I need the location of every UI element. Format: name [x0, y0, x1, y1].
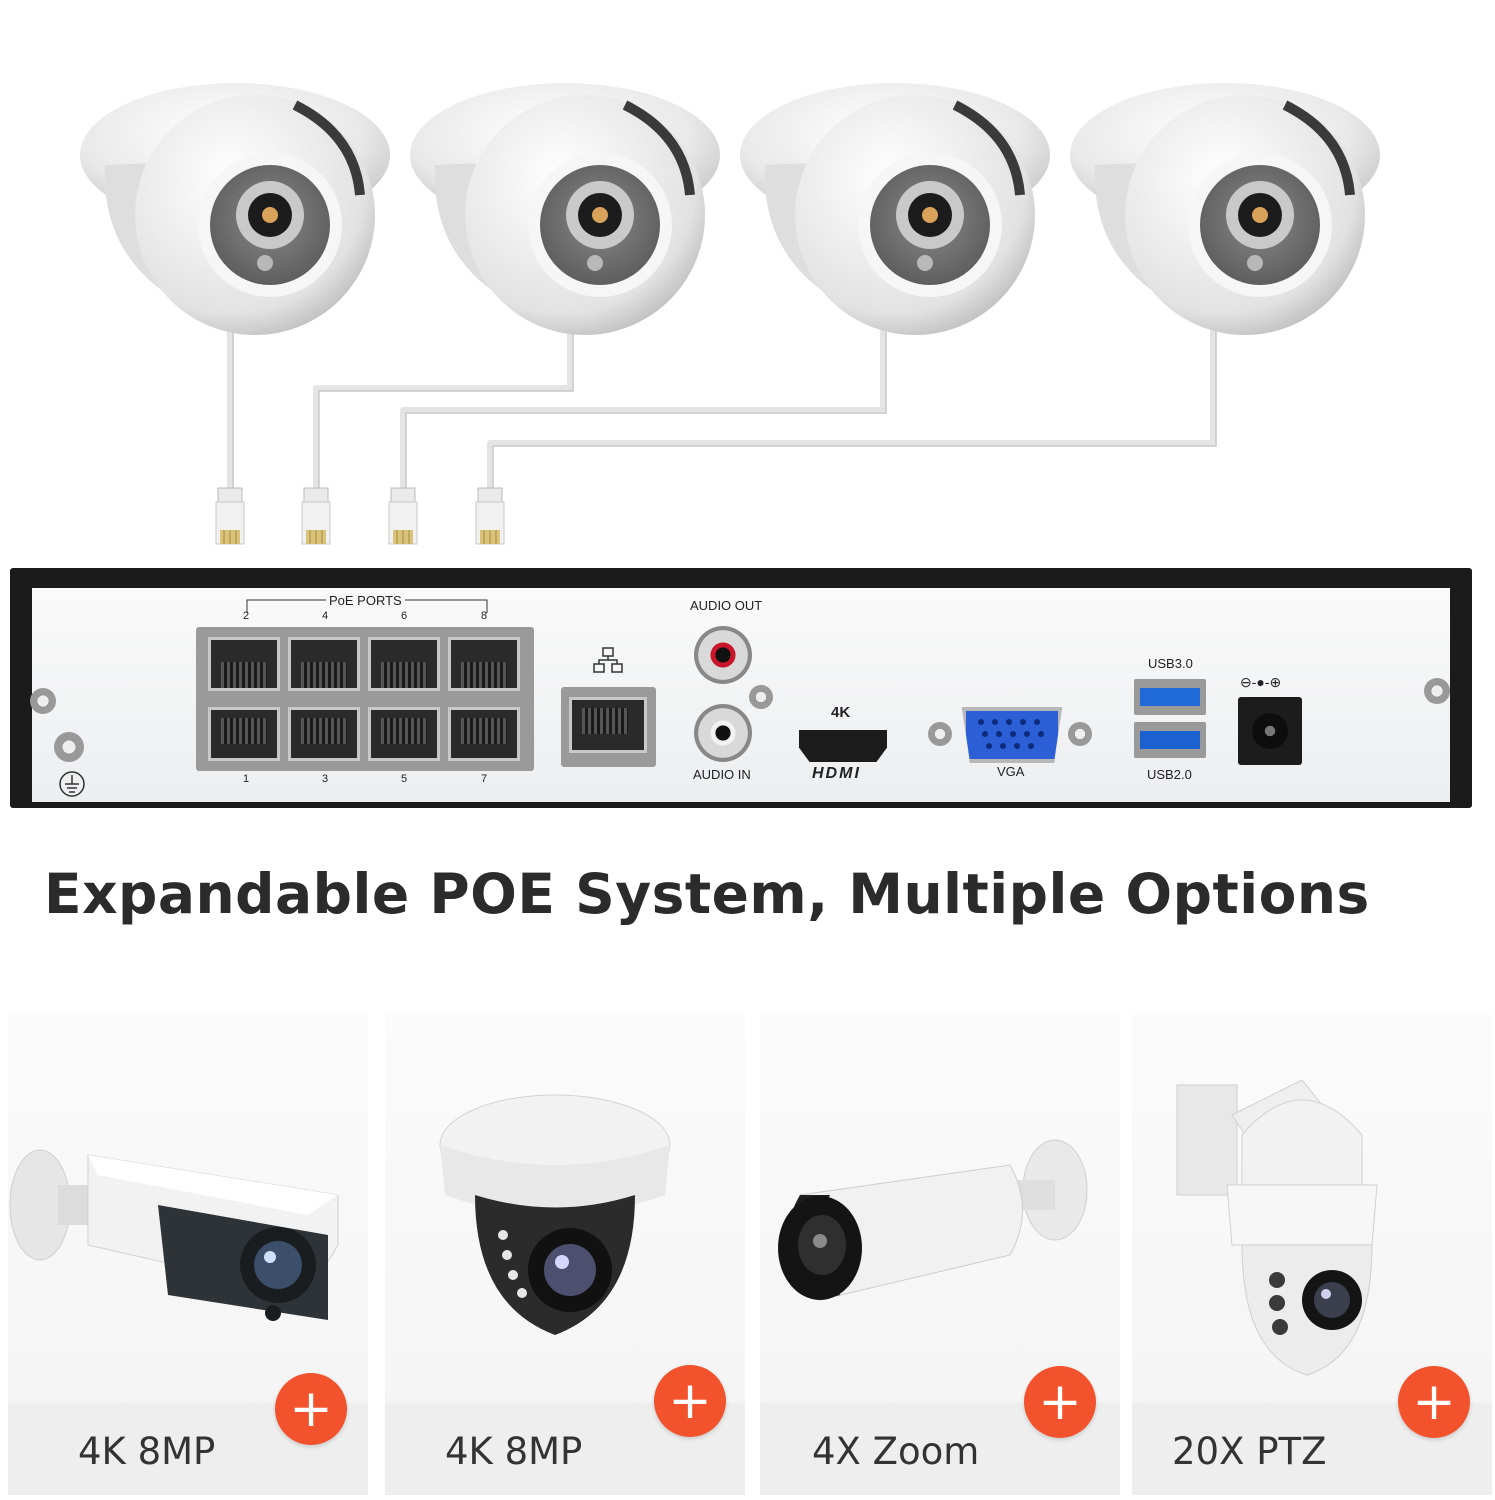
hdmi-resolution-label: 4K — [831, 704, 851, 721]
vga-pin — [1034, 719, 1040, 725]
vga-pin — [978, 719, 984, 725]
ptz-camera-icon — [1176, 1079, 1378, 1376]
vga-pin — [1028, 743, 1034, 749]
dome-camera-icon — [439, 1094, 671, 1335]
poe-number-1: 1 — [243, 773, 250, 785]
hdmi-port[interactable] — [799, 730, 887, 762]
vga-pin — [1020, 719, 1026, 725]
poe-number-6: 6 — [401, 610, 408, 622]
audio-in-label: AUDIO IN — [693, 767, 751, 782]
vga-left-screw-icon — [928, 722, 952, 746]
option-label: 4X Zoom — [812, 1430, 980, 1473]
option-label: 20X PTZ — [1172, 1430, 1327, 1473]
poe-number-5: 5 — [401, 773, 408, 785]
poe-number-7: 7 — [481, 773, 488, 785]
option-label: 4K 8MP — [78, 1430, 216, 1473]
hdmi-logo-text: HDMI — [812, 765, 861, 782]
zoom-bullet-camera-icon — [778, 1139, 1088, 1301]
left-mount-screw-icon — [30, 688, 56, 714]
usb2-label: USB2.0 — [1147, 767, 1192, 782]
vga-pin — [1038, 731, 1044, 737]
poe-port-6[interactable] — [368, 637, 440, 691]
option-card-dome[interactable]: 4K 8MP + — [385, 1015, 745, 1495]
audio-screw-icon — [749, 685, 773, 709]
usb3-label: USB3.0 — [1148, 656, 1193, 671]
audio-in-jack[interactable] — [694, 704, 752, 762]
add-option-button[interactable]: + — [1398, 1366, 1470, 1438]
poe-port-8[interactable] — [448, 637, 520, 691]
option-card-bullet[interactable]: 4K 8MP + — [8, 1015, 368, 1495]
ground-screw-icon — [54, 732, 84, 762]
add-option-button[interactable]: + — [1024, 1366, 1096, 1438]
ground-symbol-icon — [59, 771, 85, 797]
poe-number-2: 2 — [243, 610, 250, 622]
audio-out-jack[interactable] — [694, 626, 752, 684]
vga-pin — [1014, 743, 1020, 749]
lan-port[interactable] — [569, 697, 647, 753]
poe-port-5[interactable] — [368, 707, 440, 761]
poe-number-4: 4 — [322, 610, 329, 622]
poe-port-4[interactable] — [288, 637, 360, 691]
poe-number-8: 8 — [481, 610, 488, 622]
vga-pin — [982, 731, 988, 737]
vga-pin — [1010, 731, 1016, 737]
add-option-button[interactable]: + — [275, 1373, 347, 1445]
add-option-button[interactable]: + — [654, 1365, 726, 1437]
vga-port[interactable] — [962, 707, 1062, 763]
bullet-camera-icon — [9, 1149, 339, 1321]
poe-port-7[interactable] — [448, 707, 520, 761]
option-card-ptz[interactable]: 20X PTZ + — [1132, 1015, 1492, 1495]
vga-label: VGA — [997, 764, 1025, 779]
poe-port-block — [196, 627, 534, 771]
poe-port-3[interactable] — [288, 707, 360, 761]
vga-pin — [992, 719, 998, 725]
vga-pin — [986, 743, 992, 749]
usb3-port[interactable] — [1134, 679, 1206, 715]
vga-right-screw-icon — [1068, 722, 1092, 746]
network-icon — [593, 647, 623, 673]
lan-port-block — [561, 687, 656, 767]
power-polarity-symbol: ⊖-●-⊕ — [1240, 674, 1282, 690]
vga-pin — [1024, 731, 1030, 737]
vga-pin — [996, 731, 1002, 737]
poe-ports-label: PoE PORTS — [326, 593, 405, 608]
poe-number-3: 3 — [322, 773, 329, 785]
usb2-port[interactable] — [1134, 722, 1206, 758]
option-label: 4K 8MP — [445, 1430, 583, 1473]
poe-port-2[interactable] — [208, 637, 280, 691]
dc-power-jack[interactable] — [1238, 697, 1302, 765]
poe-port-1[interactable] — [208, 707, 280, 761]
option-card-zoom[interactable]: 4X Zoom + — [760, 1015, 1120, 1495]
turret-cameras-illustration — [0, 0, 1495, 545]
right-mount-screw-icon — [1424, 678, 1450, 704]
vga-pin — [1006, 719, 1012, 725]
headline: Expandable POE System, Multiple Options — [44, 862, 1370, 926]
audio-out-label: AUDIO OUT — [690, 598, 763, 613]
vga-pin — [1000, 743, 1006, 749]
